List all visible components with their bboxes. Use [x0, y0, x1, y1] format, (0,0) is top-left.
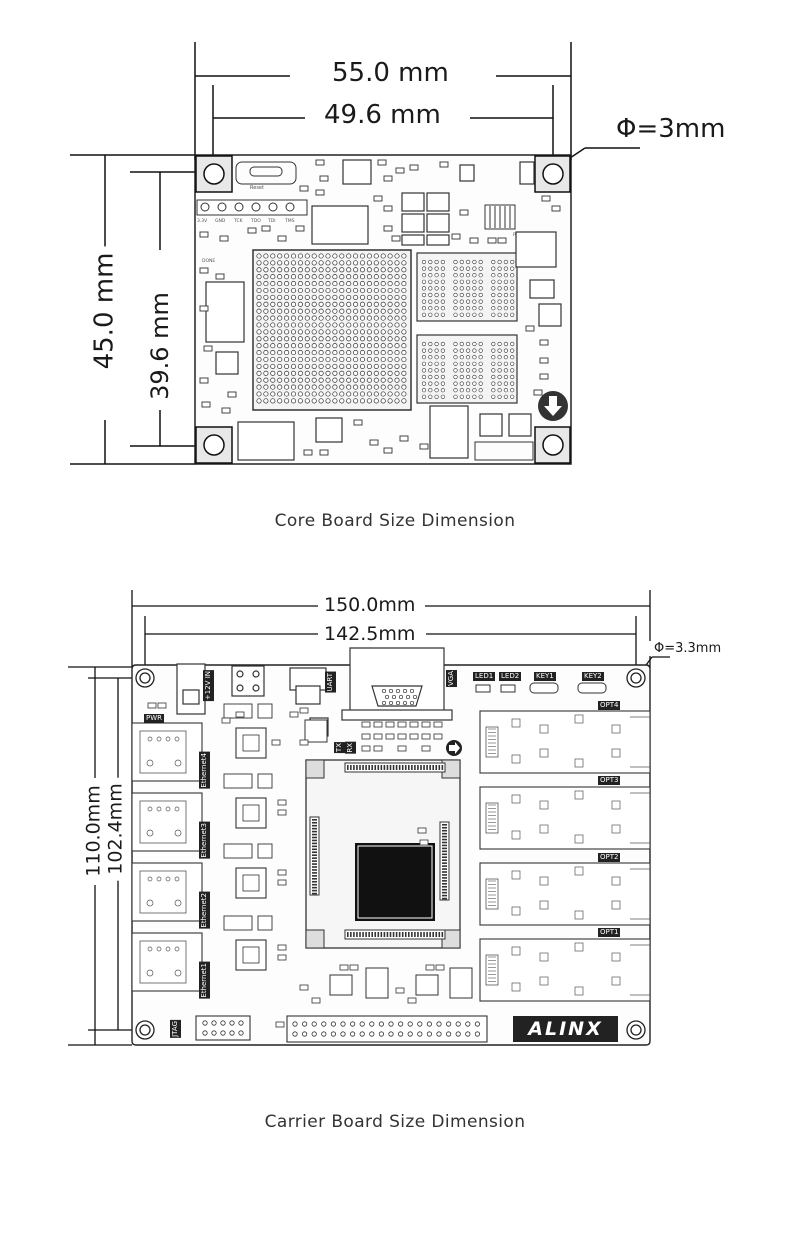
carrier-height-inner-label: 102.4mm	[104, 777, 127, 881]
core-mounting-holes	[195, 155, 571, 464]
core-board-diagram: Reset 3.3V GND TCK TDO TDI TMS DONE PWR	[70, 42, 640, 465]
core-reset-label: Reset	[250, 185, 264, 191]
core-orientation-arrow-icon	[538, 391, 568, 421]
carrier-core-chip-inner	[357, 845, 433, 919]
core-board-caption: Core Board Size Dimension	[274, 511, 516, 531]
carrier-brand-logo	[513, 1016, 618, 1042]
carrier-core-chip	[355, 843, 435, 921]
core-width-outer-label: 55.0 mm	[326, 58, 455, 88]
carrier-jtag-pins	[202, 1020, 244, 1036]
carrier-socket-corners	[305, 759, 461, 949]
core-width-inner-label: 49.6 mm	[318, 100, 447, 130]
carrier-ethernet-jacks	[131, 722, 203, 992]
carrier-width-outer-label: 150.0mm	[318, 594, 422, 616]
core-connector-strip	[474, 204, 534, 461]
carrier-expansion-header	[286, 1015, 488, 1043]
pin-label: TMS	[284, 218, 295, 224]
core-jtag-pin-labels: 3.3V GND TCK TDO TDI TMS	[197, 218, 295, 224]
carrier-board-to-board-connectors	[309, 762, 450, 940]
carrier-power-jack	[176, 663, 265, 715]
core-ddr-ball-grid	[421, 259, 515, 399]
core-hole-diameter-label: Φ=3mm	[610, 114, 732, 144]
carrier-jtag-header	[195, 1015, 251, 1041]
carrier-orientation-arrow-icon	[446, 740, 462, 756]
carrier-hole-diameter-label: Φ=3.3mm	[648, 641, 728, 656]
carrier-width-inner-label: 142.5mm	[318, 623, 422, 645]
pin-label: 3.3V	[197, 218, 208, 224]
carrier-phy-chips	[223, 703, 273, 971]
core-done-label: DONE	[202, 258, 215, 264]
carrier-board-caption: Carrier Board Size Dimension	[264, 1112, 526, 1132]
core-jtag-header	[196, 199, 308, 216]
pin-label: TDI	[267, 218, 276, 224]
pin-label: TCK	[233, 218, 244, 224]
carrier-sfp-cages	[479, 710, 651, 1002]
carrier-vga-connector	[341, 647, 453, 721]
carrier-passive-components	[147, 702, 445, 1028]
carrier-expansion-pins	[292, 1021, 480, 1037]
carrier-vga-pins	[381, 688, 418, 706]
core-reset-button	[235, 161, 297, 185]
carrier-led-key-parts	[475, 682, 607, 694]
pin-label: GND	[215, 218, 226, 224]
carrier-height-outer-label: 110.0mm	[82, 779, 105, 883]
pin-label: TDO	[250, 218, 261, 224]
carrier-mounting-holes	[135, 668, 646, 1040]
core-small-chips	[215, 159, 562, 443]
core-regulators	[205, 192, 557, 461]
core-passive-components	[199, 159, 561, 456]
core-fpga-ball-grid	[256, 253, 407, 404]
carrier-bottom-components	[304, 719, 473, 999]
